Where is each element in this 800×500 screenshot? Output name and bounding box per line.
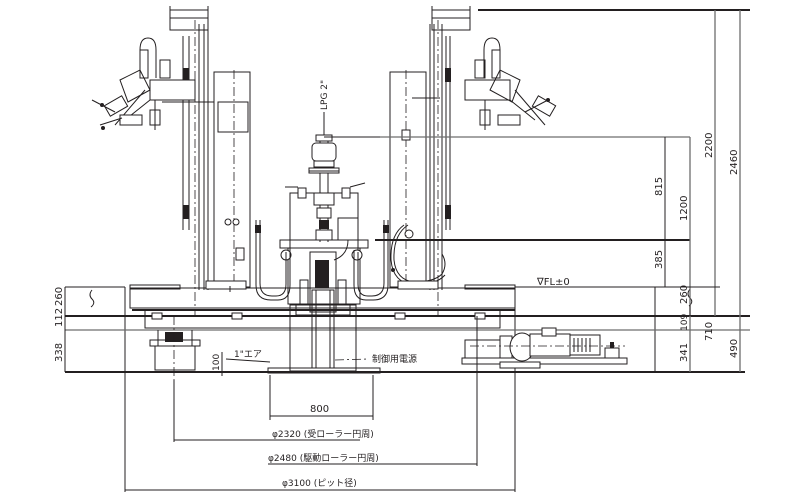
- dim-109: 109: [680, 314, 690, 331]
- drive-motor-unit: [461, 327, 628, 369]
- left-column: [162, 6, 251, 315]
- lpg-label: LPG 2": [320, 80, 330, 110]
- dim-800: 800: [310, 404, 329, 415]
- dim-338: 338: [54, 343, 65, 362]
- dim-260-left: 260: [54, 287, 65, 306]
- annotations: LPG 2" ∇FL±0 1"エア 制御用電源: [225, 80, 570, 365]
- dim-112: 112: [54, 308, 65, 327]
- left-welding-head: [91, 37, 196, 130]
- air-supply-label: 1"エア: [234, 350, 262, 360]
- dim-1200: 1200: [679, 196, 690, 221]
- lpg-riser: [280, 118, 408, 270]
- dim-385: 385: [654, 250, 665, 269]
- dim-2200: 2200: [704, 133, 715, 158]
- dim-815: 815: [654, 177, 665, 196]
- base-turntable: [65, 284, 750, 331]
- dim-710: 710: [704, 322, 715, 341]
- dim-341: 341: [679, 343, 690, 362]
- right-welding-head: [464, 37, 557, 130]
- dim-phi2320: φ2320 (受ローラー円周): [272, 428, 374, 440]
- dim-260-right: 260: [679, 285, 690, 304]
- dim-100: 100: [212, 354, 222, 371]
- right-dimensions: 2200 2460 815 1200 385 260 109 341 710 4…: [654, 10, 741, 372]
- center-pedestal: [267, 217, 381, 374]
- bottom-dimensions: 800 φ2320 (受ローラー円周) φ2480 (駆動ローラー円周) φ31…: [124, 316, 516, 492]
- dim-phi2480: φ2480 (駆動ローラー円周): [268, 453, 379, 464]
- right-column: [375, 6, 750, 315]
- dim-2460: 2460: [729, 150, 740, 175]
- dim-phi3100: φ3100 (ピット径): [282, 477, 357, 489]
- left-dimensions: 260 112 338: [54, 287, 66, 372]
- left-support-roller: [149, 316, 201, 380]
- floor-level-label: ∇FL±0: [536, 277, 570, 288]
- control-power-label: 制御用電源: [372, 353, 417, 365]
- dim-490: 490: [729, 339, 740, 358]
